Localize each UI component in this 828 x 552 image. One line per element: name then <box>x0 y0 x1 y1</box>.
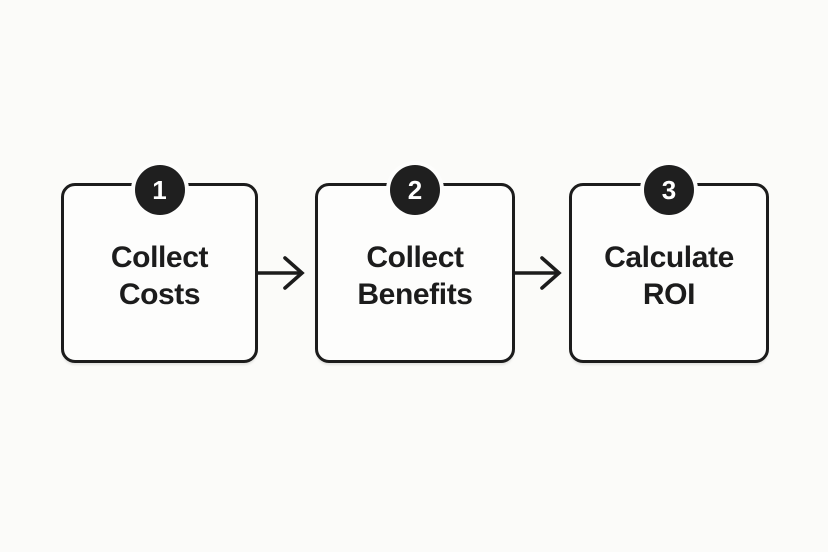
step-number: 1 <box>152 174 167 205</box>
step-label-line: ROI <box>642 278 696 311</box>
step-label: Collect Benefits <box>357 239 473 313</box>
step-label-line: Benefits <box>357 278 473 311</box>
flow-arrow-icon <box>514 256 562 290</box>
step-label-line: Collect <box>110 241 209 274</box>
flow-arrow-icon <box>257 256 305 290</box>
step-label-line: Costs <box>118 278 201 311</box>
step-number-badge: 1 <box>134 165 185 215</box>
step-label-line: Calculate <box>604 241 734 274</box>
step-number: 3 <box>661 174 677 205</box>
step-box-calculate-roi: 3 Calculate ROI <box>569 165 769 363</box>
step-number: 2 <box>407 174 423 205</box>
step-number-badge: 2 <box>390 165 440 215</box>
step-number-badge: 3 <box>644 165 694 215</box>
step-label: Calculate ROI <box>604 239 734 313</box>
step-label-line: Collect <box>366 241 464 274</box>
step-label: Collect Costs <box>110 239 209 313</box>
step-box-collect-benefits: 2 Collect Benefits <box>315 165 515 363</box>
step-box-collect-costs: 1 Collect Costs <box>61 165 258 363</box>
